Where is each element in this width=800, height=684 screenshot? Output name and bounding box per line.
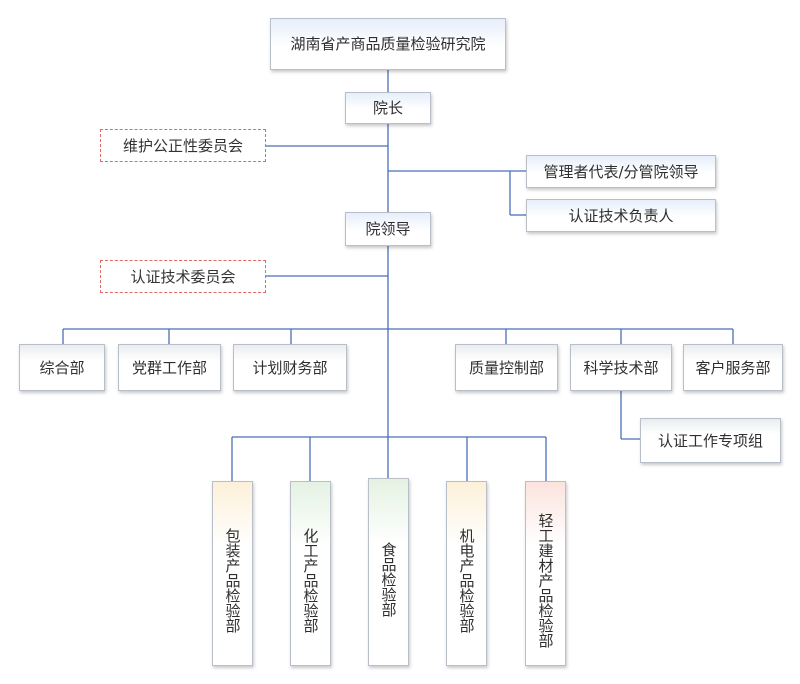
inspection-food-node: 食品检验部 bbox=[368, 478, 409, 666]
dept-finance-node: 计划财务部 bbox=[233, 344, 347, 391]
cert-tech-lead-node: 认证技术负责人 bbox=[526, 199, 716, 232]
inspection-light-node: 轻工建材产品检验部 bbox=[525, 481, 566, 666]
cert-special-group-node: 认证工作专项组 bbox=[640, 418, 781, 463]
president-node: 院长 bbox=[345, 92, 431, 124]
fairness-committee-node: 维护公正性委员会 bbox=[100, 129, 266, 162]
inspection-electromech-node: 机电产品检验部 bbox=[446, 481, 487, 666]
inspection-packaging-node: 包装产品检验部 bbox=[212, 481, 253, 666]
dept-customer-node: 客户服务部 bbox=[683, 344, 783, 391]
inspection-chemical-node: 化工产品检验部 bbox=[290, 481, 331, 666]
leadership-node: 院领导 bbox=[345, 212, 431, 246]
management-rep-node: 管理者代表/分管院领导 bbox=[526, 155, 716, 188]
dept-science-node: 科学技术部 bbox=[570, 344, 672, 391]
dept-party-node: 党群工作部 bbox=[118, 344, 221, 391]
cert-tech-committee-node: 认证技术委员会 bbox=[100, 260, 266, 293]
dept-general-node: 综合部 bbox=[19, 344, 105, 391]
dept-quality-node: 质量控制部 bbox=[455, 344, 558, 391]
root-institute-node: 湖南省产商品质量检验研究院 bbox=[270, 18, 506, 70]
